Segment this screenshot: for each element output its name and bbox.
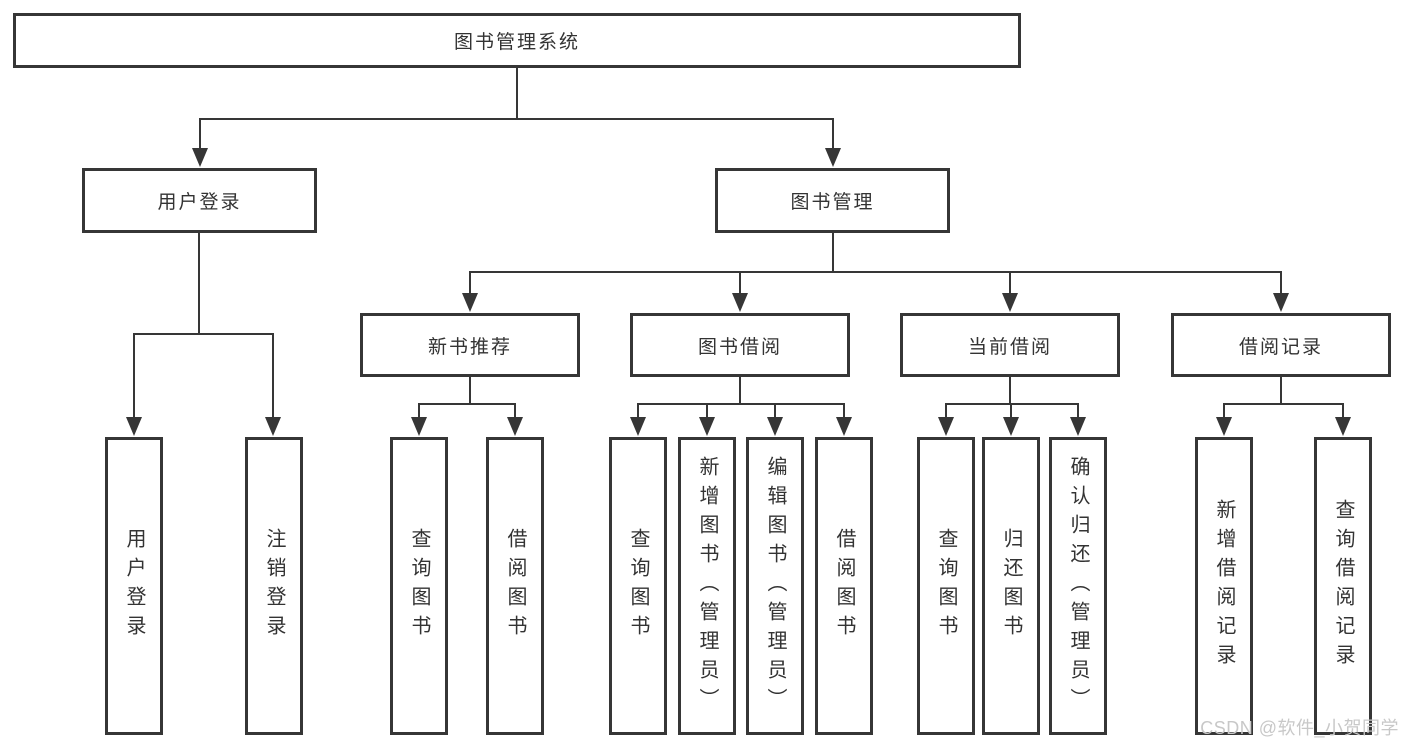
arrowhead-icon — [1070, 417, 1086, 436]
arrowhead-icon — [938, 417, 954, 436]
node-book-management: 图书管理 — [715, 168, 950, 233]
node-current-borrow: 当前借阅 — [900, 313, 1120, 377]
leaf-label: 查询图书 — [627, 528, 649, 644]
connector-line — [739, 377, 741, 405]
node-leaf-borrow-book-2: 借阅图书 — [815, 437, 873, 735]
connector-line — [1009, 271, 1011, 295]
connector-line — [133, 333, 274, 335]
connector-line — [637, 403, 639, 419]
leaf-label: 用户登录 — [123, 528, 145, 644]
arrowhead-icon — [507, 417, 523, 436]
node-library-management-system: 图书管理系统 — [13, 13, 1021, 68]
arrowhead-icon — [265, 417, 281, 436]
leaf-label: 新增借阅记录 — [1213, 499, 1235, 673]
connector-line — [198, 233, 200, 335]
leaf-label: 归还图书 — [1000, 528, 1022, 644]
leaf-label: 注销登录 — [263, 528, 285, 644]
node-leaf-query-book-1: 查询图书 — [390, 437, 448, 735]
arrowhead-icon — [699, 417, 715, 436]
connector-line — [832, 233, 834, 273]
node-leaf-user-login: 用户登录 — [105, 437, 163, 735]
connector-line — [133, 333, 135, 418]
connector-line — [469, 271, 471, 295]
connector-line — [514, 403, 516, 419]
connector-line — [1223, 403, 1225, 419]
connector-line — [516, 68, 518, 120]
arrowhead-icon — [1003, 417, 1019, 436]
leaf-label: 新增图书（管理员） — [696, 455, 718, 717]
node-new-book-recommend: 新书推荐 — [360, 313, 580, 377]
leaf-label: 查询图书 — [408, 528, 430, 644]
connector-line — [272, 333, 274, 418]
connector-line — [774, 403, 776, 419]
node-leaf-borrow-book-1: 借阅图书 — [486, 437, 544, 735]
arrowhead-icon — [192, 148, 208, 167]
connector-line — [418, 403, 516, 405]
node-user-login-module: 用户登录 — [82, 168, 317, 233]
node-leaf-return-book: 归还图书 — [982, 437, 1040, 735]
arrowhead-icon — [836, 417, 852, 436]
arrowhead-icon — [462, 293, 478, 312]
connector-line — [1077, 403, 1079, 419]
node-leaf-edit-book-admin: 编辑图书（管理员） — [746, 437, 804, 735]
connector-line — [418, 403, 420, 419]
leaf-label: 编辑图书（管理员） — [764, 455, 786, 717]
node-leaf-confirm-return-admin: 确认归还（管理员） — [1049, 437, 1107, 735]
csdn-watermark: CSDN @软件_小贺同学 — [1200, 718, 1399, 738]
leaf-label: 查询借阅记录 — [1332, 499, 1354, 673]
connector-line — [739, 271, 741, 295]
node-leaf-logout: 注销登录 — [245, 437, 303, 735]
node-leaf-query-book-3: 查询图书 — [917, 437, 975, 735]
leaf-label: 借阅图书 — [504, 528, 526, 644]
arrowhead-icon — [126, 417, 142, 436]
connector-line — [469, 271, 1282, 273]
arrowhead-icon — [1216, 417, 1232, 436]
arrowhead-icon — [1273, 293, 1289, 312]
leaf-label: 查询图书 — [935, 528, 957, 644]
leaf-label: 借阅图书 — [833, 528, 855, 644]
connector-line — [1280, 377, 1282, 405]
connector-line — [843, 403, 845, 419]
connector-line — [469, 377, 471, 405]
node-book-borrow: 图书借阅 — [630, 313, 850, 377]
node-leaf-query-borrow-record: 查询借阅记录 — [1314, 437, 1372, 735]
leaf-label: 确认归还（管理员） — [1067, 455, 1089, 717]
arrowhead-icon — [630, 417, 646, 436]
arrowhead-icon — [1002, 293, 1018, 312]
connector-line — [832, 118, 834, 150]
arrowhead-icon — [411, 417, 427, 436]
connector-line — [1010, 403, 1012, 419]
connector-line — [1342, 403, 1344, 419]
connector-line — [199, 118, 834, 120]
arrowhead-icon — [825, 148, 841, 167]
node-borrow-records: 借阅记录 — [1171, 313, 1391, 377]
connector-line — [637, 403, 844, 405]
connector-line — [945, 403, 947, 419]
arrowhead-icon — [767, 417, 783, 436]
node-leaf-query-book-2: 查询图书 — [609, 437, 667, 735]
node-leaf-add-book-admin: 新增图书（管理员） — [678, 437, 736, 735]
arrowhead-icon — [1335, 417, 1351, 436]
connector-line — [706, 403, 708, 419]
connector-line — [199, 118, 201, 150]
arrowhead-icon — [732, 293, 748, 312]
connector-line — [1280, 271, 1282, 295]
node-leaf-add-borrow-record: 新增借阅记录 — [1195, 437, 1253, 735]
connector-line — [1223, 403, 1344, 405]
connector-line — [1009, 377, 1011, 405]
